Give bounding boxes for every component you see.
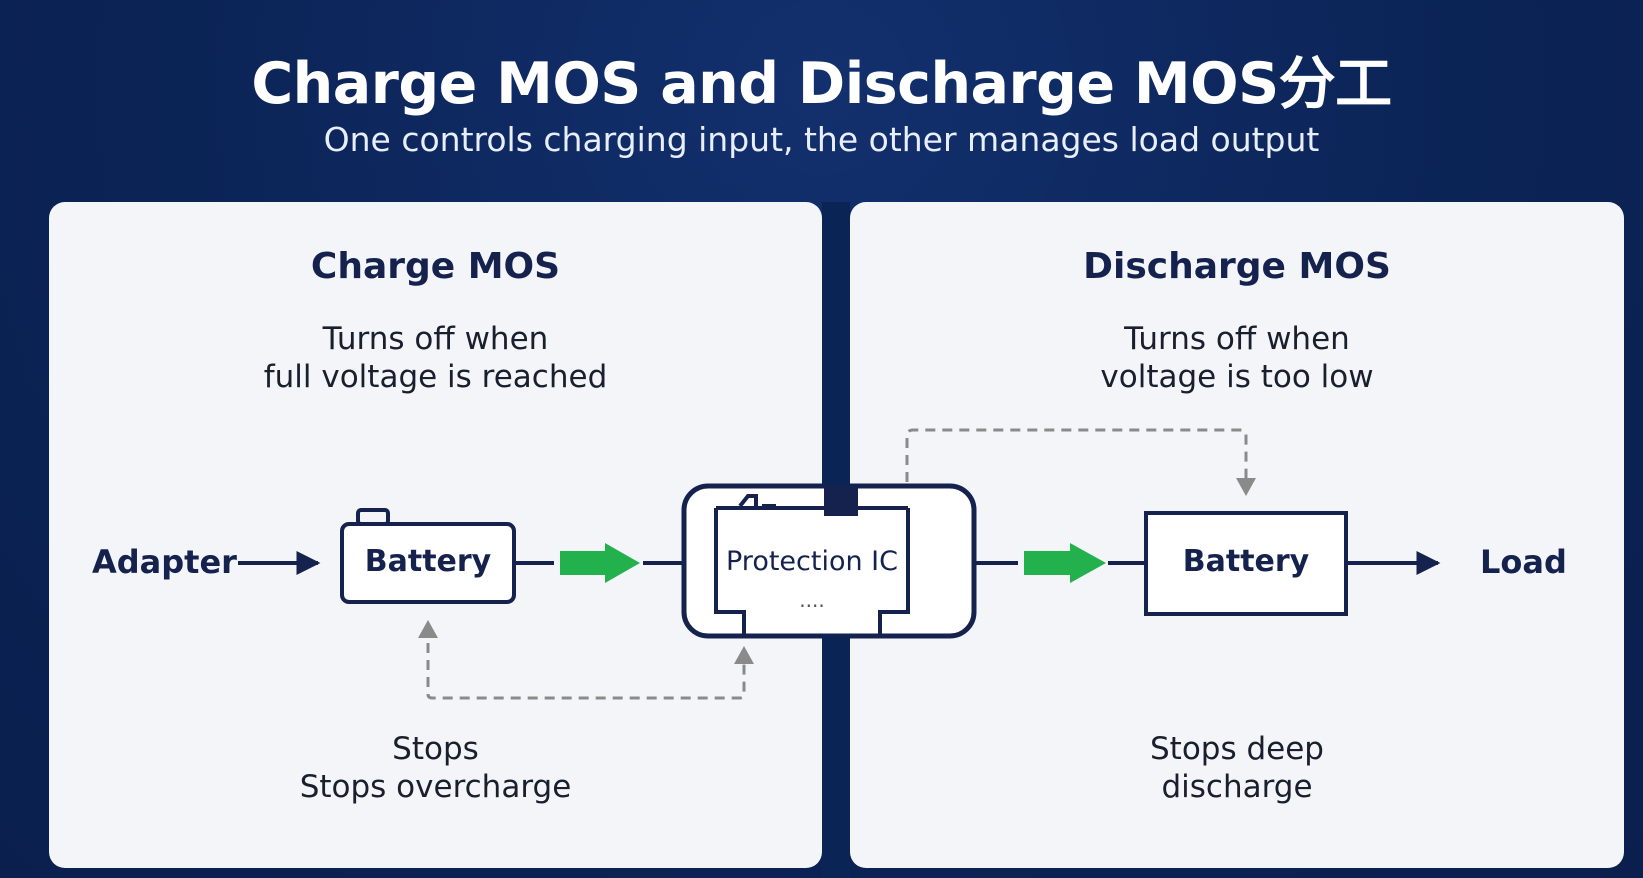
charge-mos-note: Stops Stops overcharge (49, 730, 822, 806)
load-label: Load (1480, 543, 1567, 581)
charge-mos-title: Charge MOS (310, 246, 561, 287)
protection-ic-dots: .... (799, 588, 825, 612)
protection-ic-label: Protection IC (726, 546, 898, 577)
discharge-feedback-dashed-arrow (905, 428, 1248, 482)
discharge-mos-description: Turns off when voltage is too low (850, 320, 1624, 396)
charge-mos-description: Turns off when full voltage is reached (49, 320, 822, 396)
discharge-mos-note-line1: Stops deep (1150, 731, 1324, 767)
charge-feedback-head-left (418, 620, 438, 638)
charge-mos-note-line1: Stops (392, 731, 479, 767)
discharge-feedback-head (1236, 478, 1256, 496)
green-arrow-left-icon (560, 543, 640, 583)
charge-mos-note-line2: Stops overcharge (299, 769, 572, 805)
panel-divider-lower (822, 636, 850, 878)
charge-feedback-dashed-arrow (426, 626, 746, 700)
charge-mos-desc-line1: Turns off when (322, 321, 549, 357)
page-subtitle: One controls charging input, the other m… (323, 120, 1320, 159)
battery-right-label: Battery (1182, 544, 1310, 579)
discharge-mos-note: Stops deep discharge (850, 730, 1624, 806)
adapter-label: Adapter (92, 543, 237, 581)
panel-divider (822, 202, 850, 486)
page-title: Charge MOS and Discharge MOS分工 (251, 51, 1392, 117)
green-arrow-right-icon (1024, 543, 1106, 583)
discharge-mos-desc-line2: voltage is too low (1100, 359, 1374, 395)
battery-left-label: Battery (364, 544, 492, 579)
discharge-mos-note-line2: discharge (1161, 769, 1313, 805)
charge-feedback-head-right (734, 646, 754, 664)
discharge-mos-title: Discharge MOS (1083, 246, 1391, 287)
charge-mos-desc-line2: full voltage is reached (263, 359, 608, 395)
discharge-mos-desc-line1: Turns off when (1124, 321, 1350, 357)
